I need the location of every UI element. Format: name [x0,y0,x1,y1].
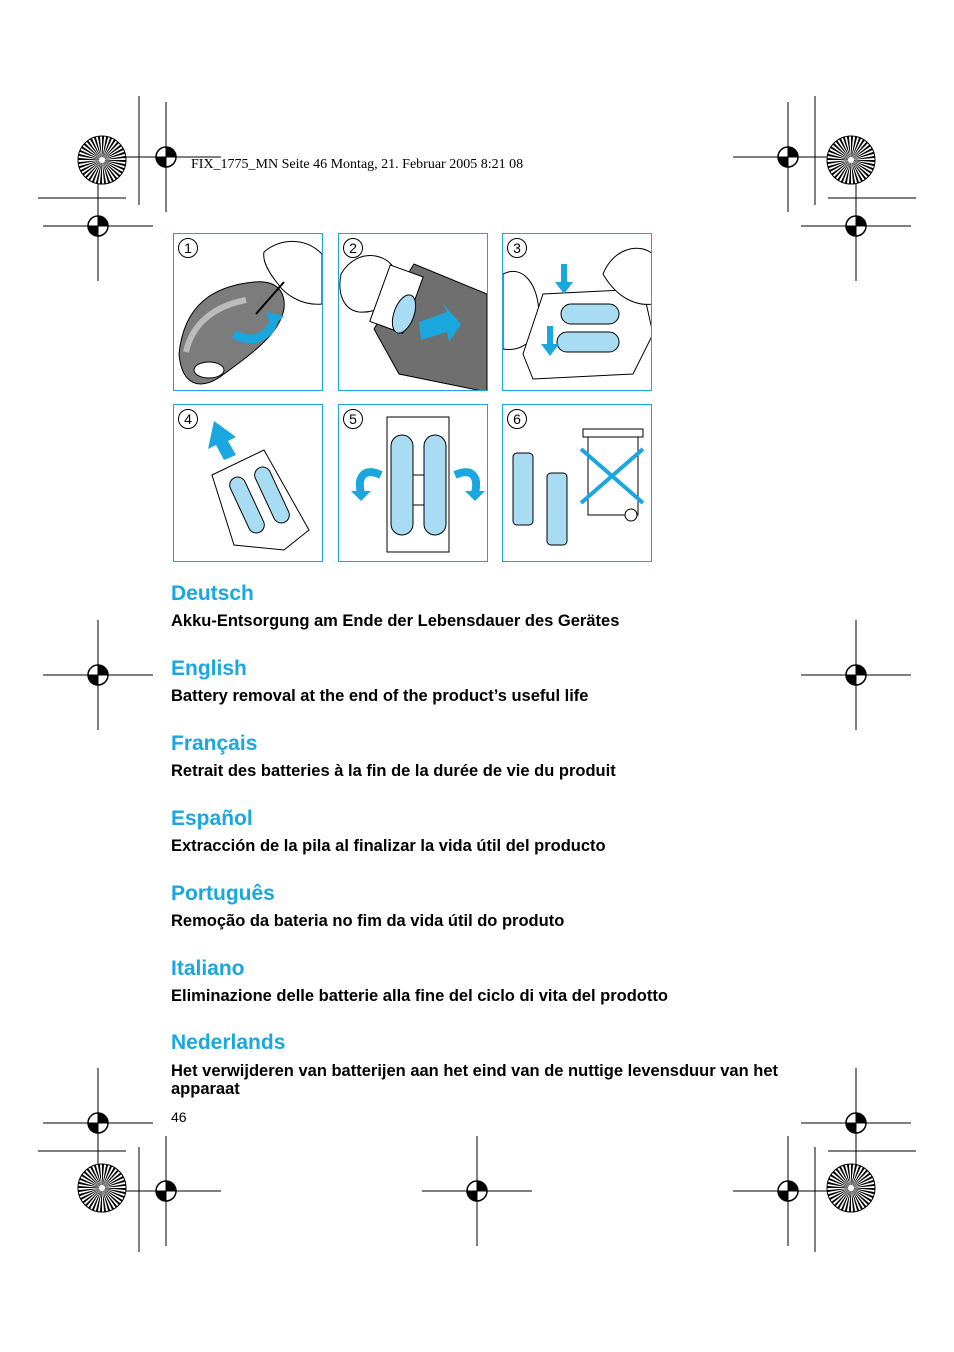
remove-battery-pack-illustration [208,421,310,551]
figure-panel-6: 6 [502,404,652,562]
figure-panel-5: 5 [338,404,488,562]
section-heading-nederlands: Nederlands [171,1031,286,1054]
page-number: 46 [171,1109,187,1125]
registration-mark [733,102,843,212]
figure-panel-3: 3 [502,233,652,391]
shaver-pry-open-illustration [178,240,322,385]
panel-number: 6 [507,409,527,429]
starburst-mark [77,1163,127,1213]
do-not-dispose-in-trash-illustration [512,428,645,546]
panel-number: 3 [507,238,527,258]
section-subtitle-portugues: Remoção da bateria no fim da vida útil d… [171,912,565,930]
panel-number: 4 [178,409,198,429]
figure-panel-1: 1 [173,233,323,391]
section-heading-francais: Français [171,732,258,755]
registration-mark [801,1068,911,1178]
shaver-open-housing-illustration [339,255,487,390]
starburst-mark [77,135,127,185]
section-heading-deutsch: Deutsch [171,582,254,605]
registration-mark [801,620,911,730]
starburst-mark [826,135,876,185]
starburst-mark [826,1163,876,1213]
registration-mark [422,1136,532,1246]
section-subtitle-english: Battery removal at the end of the produc… [171,687,589,705]
section-heading-english: English [171,657,247,680]
section-heading-italiano: Italiano [171,957,245,980]
panel-number: 1 [178,238,198,258]
section-heading-espanol: Español [171,807,253,830]
registration-mark [43,171,153,281]
section-subtitle-italiano: Eliminazione delle batterie alla fine de… [171,987,668,1005]
section-subtitle-francais: Retrait des batteries à la fin de la dur… [171,762,616,780]
section-subtitle-nederlands: Het verwijderen van batterijen aan het e… [171,1062,778,1098]
panel-number: 5 [343,409,363,429]
panel-number: 2 [343,238,363,258]
figure-panel-2: 2 [338,233,488,391]
registration-mark [733,1136,843,1246]
battery-terminals-illustration [503,247,651,380]
registration-mark [111,102,221,212]
registration-mark [43,1068,153,1178]
figure-panel-4: 4 [173,404,323,562]
battery-holder-illustration [351,416,485,553]
registration-mark [43,620,153,730]
section-subtitle-espanol: Extracción de la pila al finalizar la vi… [171,837,606,855]
section-subtitle-deutsch: Akku-Entsorgung am Ende der Lebensdauer … [171,612,620,630]
registration-mark [801,171,911,281]
section-heading-portugues: Português [171,882,275,905]
registration-mark [111,1136,221,1246]
print-slug: FIX_1775_MN Seite 46 Montag, 21. Februar… [191,157,524,172]
